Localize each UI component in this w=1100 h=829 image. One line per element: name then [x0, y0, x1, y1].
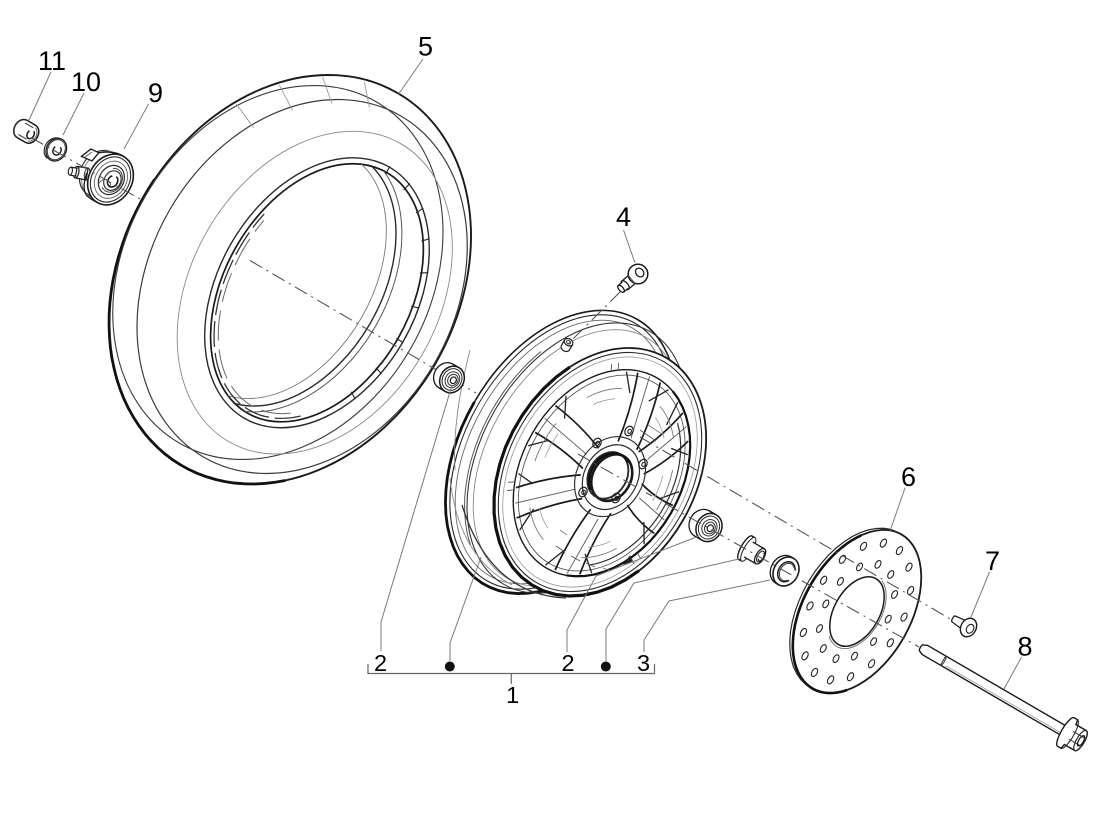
svg-text:1: 1: [506, 682, 519, 708]
svg-text:10: 10: [71, 67, 101, 97]
svg-text:9: 9: [148, 78, 163, 108]
svg-text:11: 11: [38, 46, 66, 76]
svg-text:7: 7: [985, 546, 1000, 576]
svg-text:6: 6: [901, 462, 916, 492]
svg-text:8: 8: [1017, 632, 1032, 662]
svg-text:4: 4: [616, 202, 631, 232]
svg-text:3: 3: [637, 650, 650, 676]
svg-text:5: 5: [418, 32, 433, 62]
svg-text:2: 2: [561, 650, 574, 676]
svg-text:2: 2: [374, 650, 387, 676]
